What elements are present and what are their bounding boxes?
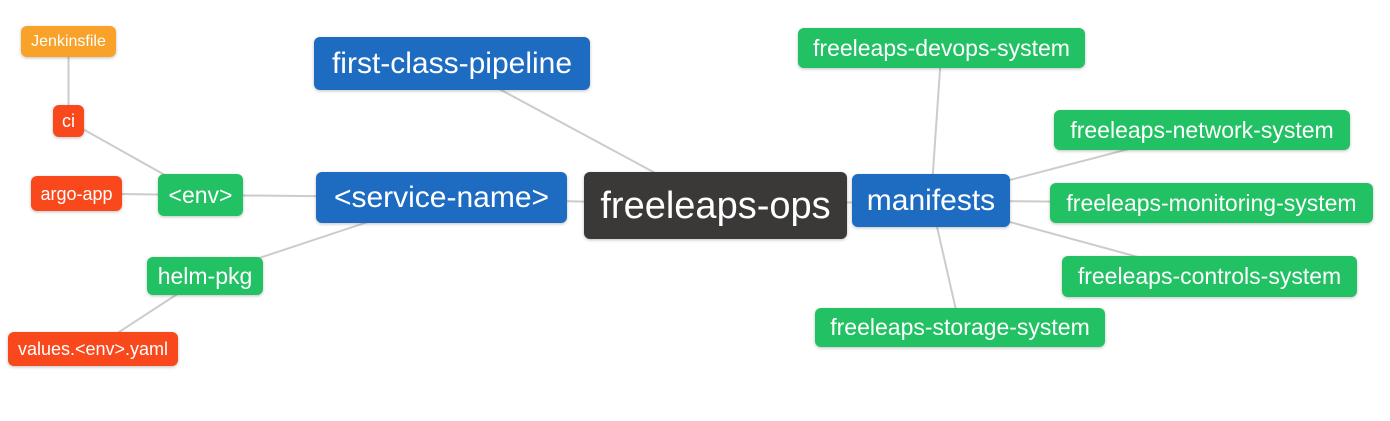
mindmap-node-service-name[interactable]: <service-name> [316, 172, 567, 223]
mindmap-node-argo-app[interactable]: argo-app [31, 176, 122, 211]
mindmap-node-freeleaps-storage-system[interactable]: freeleaps-storage-system [815, 308, 1105, 347]
mindmap-node-jenkinsfile[interactable]: Jenkinsfile [21, 26, 116, 57]
mindmap-node-freeleaps-controls-system[interactable]: freeleaps-controls-system [1062, 256, 1357, 297]
mindmap-node-freeleaps-network-system[interactable]: freeleaps-network-system [1054, 110, 1350, 150]
mindmap-node-manifests[interactable]: manifests [852, 174, 1010, 227]
mindmap-node-env[interactable]: <env> [158, 174, 243, 216]
mindmap-node-freeleaps-ops-root[interactable]: freeleaps-ops [584, 172, 847, 239]
mindmap-node-values-env-yaml[interactable]: values.<env>.yaml [8, 332, 178, 366]
mindmap-node-ci[interactable]: ci [53, 105, 84, 137]
mindmap-node-helm-pkg[interactable]: helm-pkg [147, 257, 263, 295]
mindmap-node-first-class-pipeline[interactable]: first-class-pipeline [314, 37, 590, 90]
mindmap-node-freeleaps-devops-system[interactable]: freeleaps-devops-system [798, 28, 1085, 68]
mindmap-node-freeleaps-monitoring-system[interactable]: freeleaps-monitoring-system [1050, 183, 1373, 223]
